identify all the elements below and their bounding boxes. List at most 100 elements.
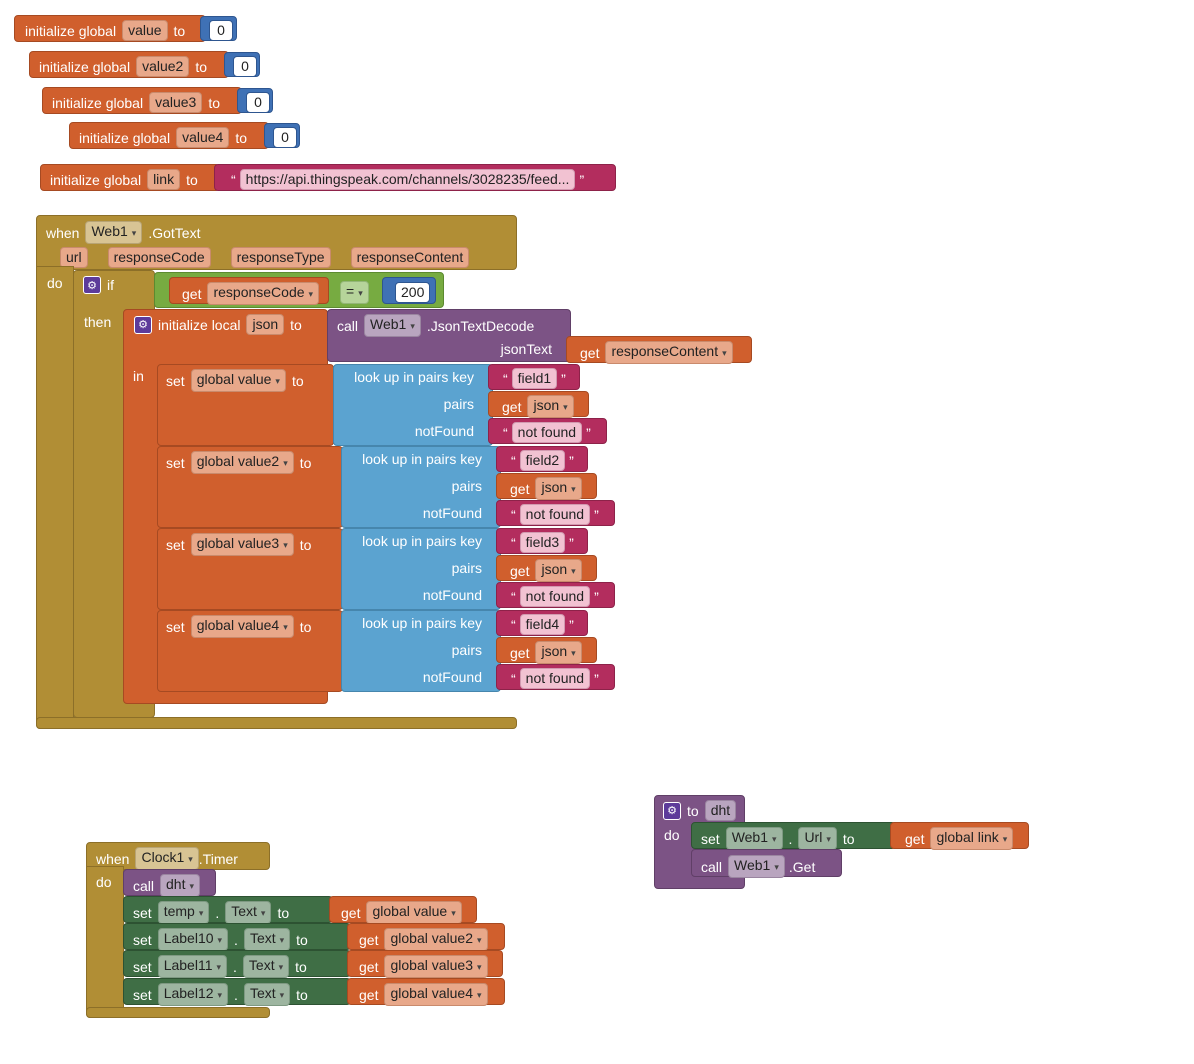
variable-dropdown[interactable]: global value3▾: [190, 533, 294, 556]
number-block[interactable]: 0: [264, 123, 300, 148]
property-dropdown[interactable]: Url▾: [798, 827, 837, 850]
variable-dropdown[interactable]: global link▾: [930, 827, 1014, 850]
local-name-field[interactable]: json: [246, 314, 285, 335]
component-dropdown[interactable]: Label10▾: [157, 928, 229, 951]
gear-icon[interactable]: ⚙: [83, 276, 101, 294]
global-name-field[interactable]: value4: [176, 127, 230, 148]
component-dropdown[interactable]: Web1▾: [85, 221, 143, 244]
variable-dropdown[interactable]: json▾: [535, 559, 582, 582]
text-field[interactable]: not found: [519, 504, 591, 525]
set-property-block[interactable]: set Label12▾ . Text▾ to: [123, 978, 351, 1006]
lookup-in-pairs-block[interactable]: look up in pairs key pairs notFound: [333, 364, 493, 446]
param-response-content[interactable]: responseContent: [350, 247, 470, 268]
set-global-block[interactable]: set global value2▾ to: [157, 446, 343, 528]
get-block[interactable]: get responseCode▾: [169, 277, 329, 305]
text-block[interactable]: “field4”: [496, 610, 588, 636]
number-block[interactable]: 0: [224, 52, 260, 77]
event-header[interactable]: when Web1▾ .GotText url responseCode res…: [36, 215, 517, 270]
text-block[interactable]: “ https://api.thingspeak.com/channels/30…: [214, 164, 616, 191]
number-field[interactable]: 0: [273, 127, 297, 148]
number-field[interactable]: 200: [395, 282, 431, 303]
global-name-field[interactable]: value2: [136, 56, 190, 77]
component-dropdown[interactable]: Label12▾: [157, 983, 229, 1006]
global-name-field[interactable]: value3: [149, 92, 203, 113]
set-property-block[interactable]: set temp▾ . Text▾ to: [123, 896, 333, 924]
text-field[interactable]: not found: [511, 422, 583, 443]
variable-dropdown[interactable]: responseContent▾: [605, 341, 733, 364]
procedure-dropdown[interactable]: dht▾: [160, 874, 201, 897]
operator-dropdown[interactable]: =▾: [340, 281, 369, 304]
number-block[interactable]: 0: [237, 88, 273, 113]
set-property-block[interactable]: set Label10▾ . Text▾ to: [123, 923, 351, 951]
variable-dropdown[interactable]: json▾: [527, 395, 574, 418]
text-field[interactable]: not found: [519, 668, 591, 689]
set-global-block[interactable]: set global value4▾ to: [157, 610, 343, 692]
variable-dropdown[interactable]: json▾: [535, 477, 582, 500]
set-property-block[interactable]: set Web1▾ . Url▾ to: [691, 822, 896, 850]
property-dropdown[interactable]: Text▾: [243, 983, 291, 1006]
lookup-in-pairs-block[interactable]: look up in pairs key pairs notFound: [341, 528, 501, 610]
text-block[interactable]: “not found”: [496, 500, 615, 526]
component-dropdown[interactable]: Clock1▾: [135, 847, 199, 870]
init-global-value4-block[interactable]: initialize global value4 to: [69, 122, 269, 149]
number-field[interactable]: 0: [233, 56, 257, 77]
property-dropdown[interactable]: Text▾: [242, 955, 290, 978]
init-global-value-block[interactable]: initialize global value to: [14, 15, 206, 42]
text-field[interactable]: field2: [519, 450, 566, 471]
variable-dropdown[interactable]: global value▾: [190, 369, 286, 392]
text-block[interactable]: “field1”: [488, 364, 580, 390]
param-url[interactable]: url: [60, 247, 88, 268]
global-name-field[interactable]: link: [147, 169, 181, 190]
text-block[interactable]: “field3”: [496, 528, 588, 554]
number-block[interactable]: 0: [200, 16, 237, 41]
text-field[interactable]: field3: [519, 532, 566, 553]
variable-dropdown[interactable]: global value3▾: [384, 955, 488, 978]
global-name-field[interactable]: value: [122, 20, 168, 41]
component-dropdown[interactable]: Web1▾: [364, 314, 421, 337]
compare-block[interactable]: get responseCode▾ =▾ 200: [154, 272, 444, 308]
call-json-decode-block[interactable]: call Web1▾ .JsonTextDecode jsonText: [327, 309, 571, 362]
init-global-link-block[interactable]: initialize global link to: [40, 164, 220, 191]
text-block[interactable]: “not found”: [496, 582, 615, 608]
lookup-in-pairs-block[interactable]: look up in pairs key pairs notFound: [341, 610, 501, 692]
event-header[interactable]: when Clock1▾ .Timer: [86, 842, 270, 870]
number-field[interactable]: 0: [209, 20, 233, 41]
lookup-in-pairs-block[interactable]: look up in pairs key pairs notFound: [341, 446, 501, 528]
component-dropdown[interactable]: temp▾: [157, 901, 210, 924]
variable-dropdown[interactable]: global value2▾: [384, 928, 488, 951]
gear-icon[interactable]: ⚙: [134, 315, 152, 334]
variable-dropdown[interactable]: global value4▾: [190, 615, 294, 638]
set-global-block[interactable]: set global value3▾ to: [157, 528, 343, 610]
text-field[interactable]: https://api.thingspeak.com/channels/3028…: [239, 169, 576, 190]
component-dropdown[interactable]: Label11▾: [157, 955, 228, 978]
variable-dropdown[interactable]: json▾: [535, 641, 582, 664]
init-global-value3-block[interactable]: initialize global value3 to: [42, 87, 242, 114]
variable-dropdown[interactable]: responseCode▾: [207, 282, 320, 305]
gear-icon[interactable]: ⚙: [663, 801, 681, 820]
call-procedure-block[interactable]: call dht▾: [123, 869, 216, 897]
init-global-value2-block[interactable]: initialize global value2 to: [29, 51, 229, 78]
param-response-code[interactable]: responseCode: [107, 247, 211, 268]
text-block[interactable]: “not found”: [496, 664, 615, 690]
text-block[interactable]: “field2”: [496, 446, 588, 472]
text-field[interactable]: field4: [519, 614, 566, 635]
variable-dropdown[interactable]: global value▾: [366, 901, 462, 924]
param-response-type[interactable]: responseType: [230, 247, 331, 268]
get-block[interactable]: get responseContent▾: [566, 336, 752, 364]
text-field[interactable]: field1: [511, 368, 558, 389]
set-property-block[interactable]: set Label11▾ . Text▾ to: [123, 950, 351, 978]
component-dropdown[interactable]: Web1▾: [728, 855, 785, 878]
variable-dropdown[interactable]: global value4▾: [384, 983, 488, 1006]
call-method-block[interactable]: call Web1▾ .Get: [691, 849, 842, 878]
number-block[interactable]: 200: [382, 277, 436, 304]
component-dropdown[interactable]: Web1▾: [725, 827, 783, 850]
variable-dropdown[interactable]: global value2▾: [190, 451, 294, 474]
